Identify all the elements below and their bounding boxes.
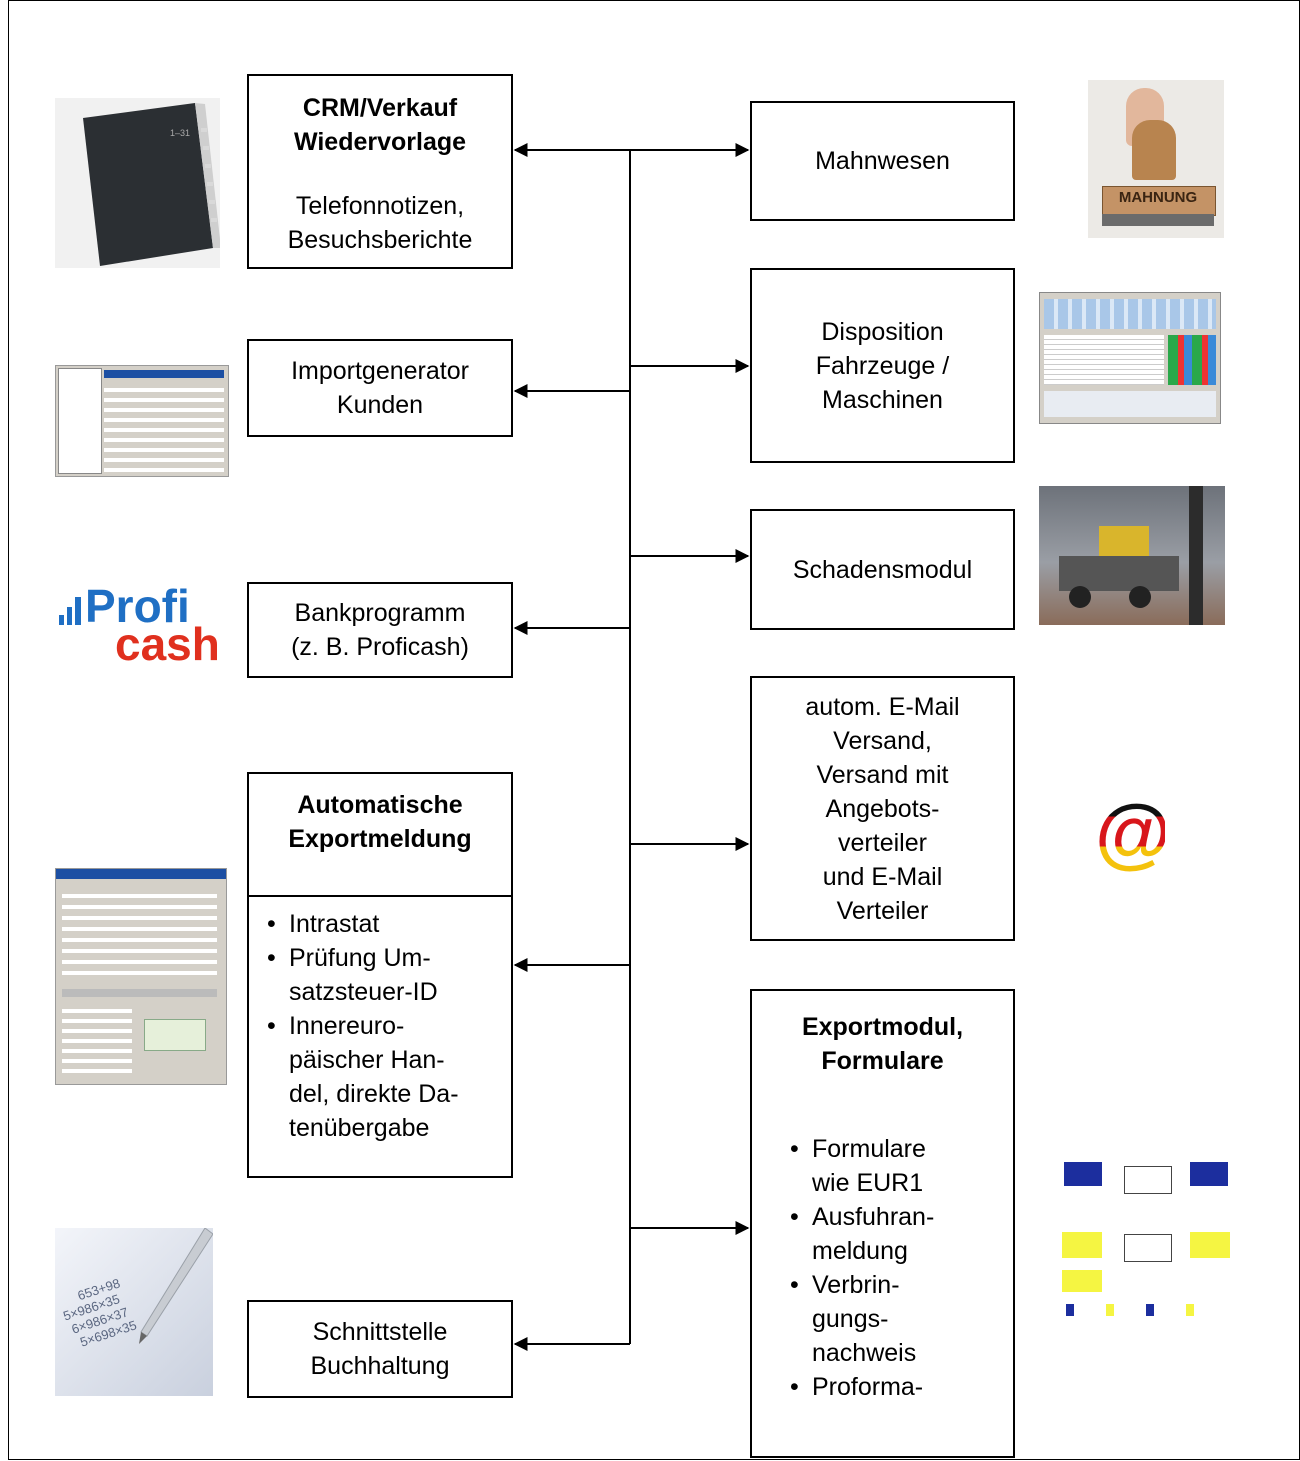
- module-email-line-4: Angebots-: [825, 794, 940, 823]
- module-email-line-1: autom. E-Mail: [805, 692, 960, 721]
- module-mahnwesen-line-1: Mahnwesen: [815, 147, 950, 175]
- module-buchhaltung-line-1: Schnittstelle: [312, 1318, 448, 1346]
- binder-image: 1–31: [55, 98, 220, 268]
- module-exportmeldung-title-1: Automatische: [297, 791, 463, 819]
- module-bank: Bankprogramm (z. B. Proficash): [247, 582, 513, 678]
- export-process-diagram: [1062, 1158, 1232, 1323]
- exportmodul-bullet-4: Proforma-: [752, 1370, 1013, 1404]
- module-disposition: Disposition Fahrzeuge / Maschinen: [750, 268, 1015, 463]
- exportmeldung-bullet-3: Innereuro-päischer Han-del, direkte Da-t…: [249, 1009, 511, 1145]
- module-exportmodul-title-1: Exportmodul,: [801, 1013, 964, 1041]
- module-schaden: Schadensmodul: [750, 509, 1015, 630]
- module-schaden-line-1: Schadensmodul: [792, 555, 973, 584]
- module-email: autom. E-Mail Versand, Versand mit Angeb…: [750, 676, 1015, 941]
- exportmeldung-bullet-2: Prüfung Um-satzsteuer-ID: [249, 941, 511, 1009]
- exportmeldung-bullet-1: Intrastat: [249, 907, 511, 941]
- module-disposition-line-2: Fahrzeuge /: [815, 351, 950, 380]
- proficash-logo: Profi cash: [55, 585, 225, 665]
- module-exportmeldung: Automatische Exportmeldung Intrastat Prü…: [247, 772, 513, 1178]
- stamp-label: MAHNUNG: [1118, 189, 1198, 206]
- module-email-line-3: Versand mit: [816, 760, 949, 789]
- module-buchhaltung-line-2: Buchhaltung: [310, 1352, 450, 1380]
- module-import-line-1: Importgenerator: [291, 357, 469, 385]
- mahnung-stamp-image: MAHNUNG: [1088, 80, 1224, 238]
- module-email-line-6: und E-Mail: [822, 862, 943, 891]
- proficash-logo-cash: cash: [115, 618, 220, 665]
- module-email-line-7: Verteiler: [836, 896, 929, 925]
- exportmodul-bullet-2: Ausfuhran-meldung: [752, 1200, 1013, 1268]
- module-exportmodul-title-2: Formulare: [821, 1047, 944, 1075]
- module-email-line-2: Versand,: [833, 726, 932, 755]
- disposition-screenshot: [1039, 292, 1221, 424]
- module-crm: CRM/Verkauf Wiedervorlage Telefonnotizen…: [247, 74, 513, 269]
- calculator-image: 653+98 5×986×35 6×986×37 5×698×35: [55, 1228, 213, 1396]
- module-crm-title-2: Wiedervorlage: [293, 128, 467, 156]
- module-import-line-2: Kunden: [336, 391, 424, 419]
- module-disposition-line-3: Maschinen: [822, 385, 943, 414]
- module-exportmeldung-title-2: Exportmeldung: [288, 825, 472, 853]
- module-exportmeldung-divider: [249, 895, 511, 897]
- module-disposition-line-1: Disposition: [821, 317, 944, 346]
- module-bank-line-2: (z. B. Proficash): [291, 633, 469, 661]
- module-crm-line-2: Besuchsberichte: [287, 226, 473, 254]
- exportmodul-bullet-3: Verbrin-gungs-nachweis: [752, 1268, 1013, 1370]
- module-import: Importgenerator Kunden: [247, 339, 513, 437]
- module-crm-line-1: Telefonnotizen,: [295, 192, 465, 220]
- module-crm-title-1: CRM/Verkauf: [302, 94, 458, 122]
- module-mahnwesen: Mahnwesen: [750, 101, 1015, 221]
- module-buchhaltung: Schnittstelle Buchhaltung: [247, 1300, 513, 1398]
- importgenerator-screenshot: [55, 365, 229, 477]
- proficash-logo-profi: Profi: [85, 585, 190, 632]
- email-at-icon: @: [1095, 795, 1165, 875]
- module-email-line-5: verteiler: [838, 828, 927, 857]
- svg-text:1–31: 1–31: [170, 128, 190, 138]
- at-symbol: @: [1095, 795, 1165, 875]
- truck-workshop-image: [1039, 486, 1225, 625]
- exportmeldung-screenshot: [55, 868, 227, 1085]
- module-bank-line-1: Bankprogramm: [294, 599, 466, 627]
